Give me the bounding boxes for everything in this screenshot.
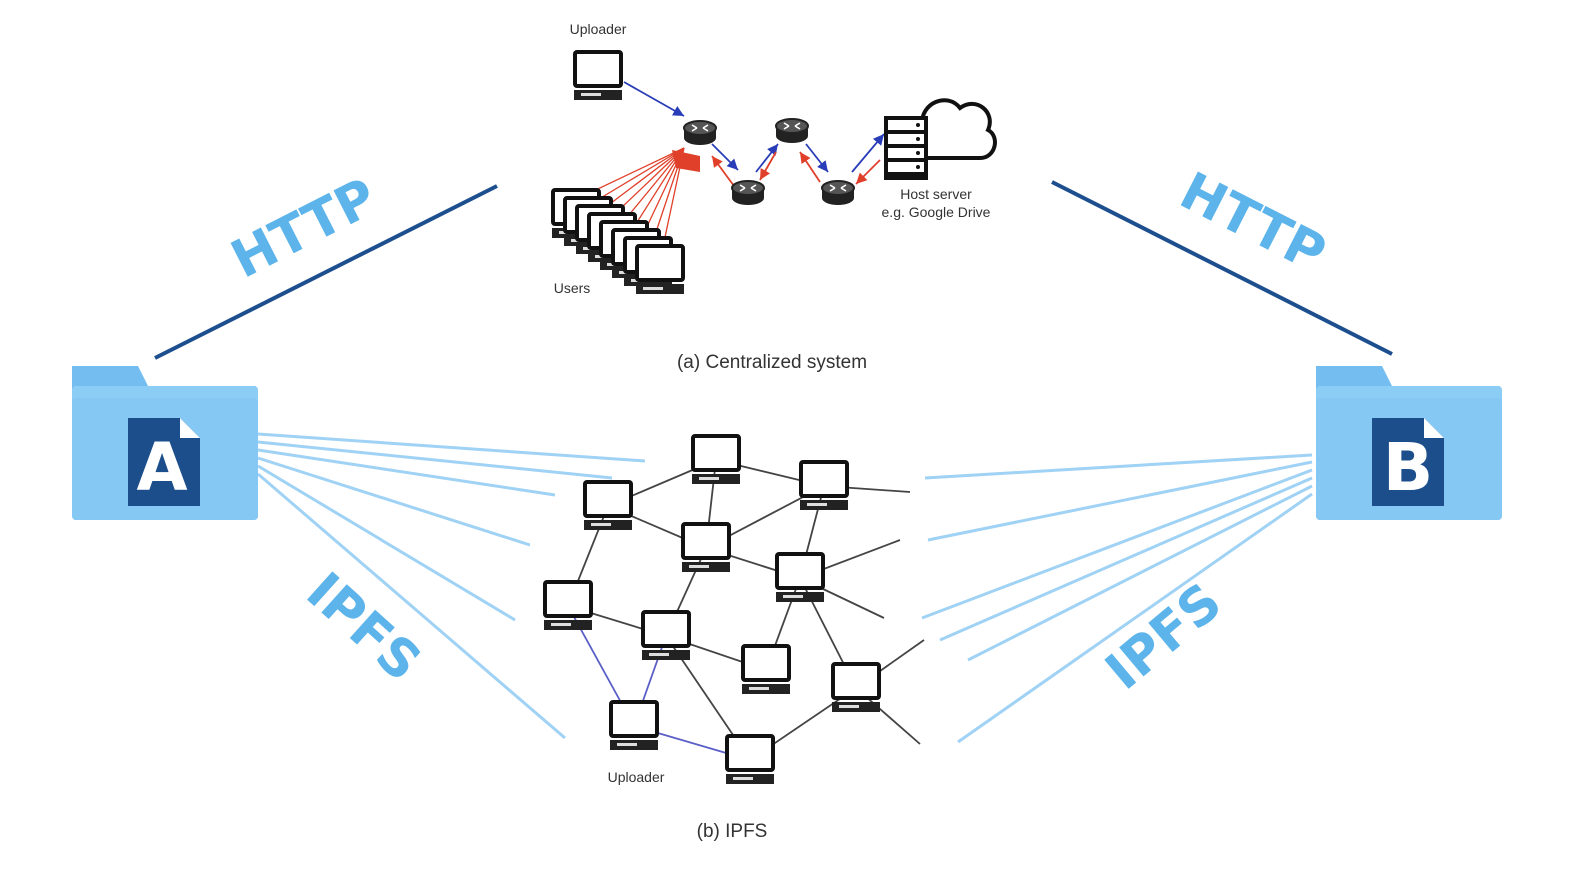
computer-icon bbox=[740, 644, 792, 696]
http-label-left: HTTP bbox=[222, 167, 386, 290]
ipfs-lines-right bbox=[921, 453, 1313, 744]
folder-b: B bbox=[1316, 366, 1502, 520]
document-icon bbox=[128, 418, 200, 506]
server-rack-icon bbox=[884, 116, 928, 180]
http-line-right bbox=[1051, 180, 1393, 356]
computer-icon bbox=[582, 480, 634, 532]
host-server-example: e.g. Google Drive bbox=[882, 204, 991, 220]
computer-icon bbox=[830, 662, 882, 714]
caption-ipfs: (b) IPFS bbox=[697, 821, 768, 842]
computer-icon bbox=[690, 434, 742, 486]
http-line-left bbox=[154, 184, 498, 360]
computer-icon bbox=[640, 610, 692, 662]
router-icon bbox=[821, 180, 855, 206]
computer-icon bbox=[798, 460, 850, 512]
uploader-label-a: Uploader bbox=[570, 21, 627, 37]
computer-icon bbox=[608, 700, 660, 752]
ipfs-label-left: IPFS bbox=[295, 561, 432, 693]
computer-icon bbox=[680, 522, 732, 574]
ipfs-label-right: IPFS bbox=[1095, 572, 1233, 702]
document-icon bbox=[1372, 418, 1444, 506]
uploader-label-b: Uploader bbox=[608, 769, 665, 785]
folder-letter-b: B bbox=[1383, 429, 1433, 506]
download-path bbox=[711, 151, 881, 187]
caption-centralized: (a) Centralized system bbox=[677, 352, 867, 373]
computer-icon bbox=[724, 734, 776, 786]
ipfs-network: Uploader (b) IPFS bbox=[542, 434, 925, 842]
computer-icon bbox=[542, 580, 594, 632]
computer-icon bbox=[572, 50, 624, 102]
router-icon bbox=[775, 118, 809, 144]
computer-icon bbox=[774, 552, 826, 604]
http-label-right: HTTP bbox=[1171, 161, 1335, 284]
centralized-system: Uploader bbox=[550, 21, 997, 373]
bottleneck-mark bbox=[672, 150, 700, 172]
folder-letter-a: A bbox=[136, 429, 187, 506]
folder-a: A bbox=[72, 366, 258, 520]
router-icon bbox=[683, 120, 717, 146]
computer-icon bbox=[634, 244, 686, 296]
host-server-label: Host server bbox=[900, 186, 972, 202]
router-icon bbox=[731, 180, 765, 206]
upload-path bbox=[623, 81, 885, 173]
users-label: Users bbox=[554, 280, 591, 296]
ipfs-lines-left bbox=[257, 432, 646, 740]
